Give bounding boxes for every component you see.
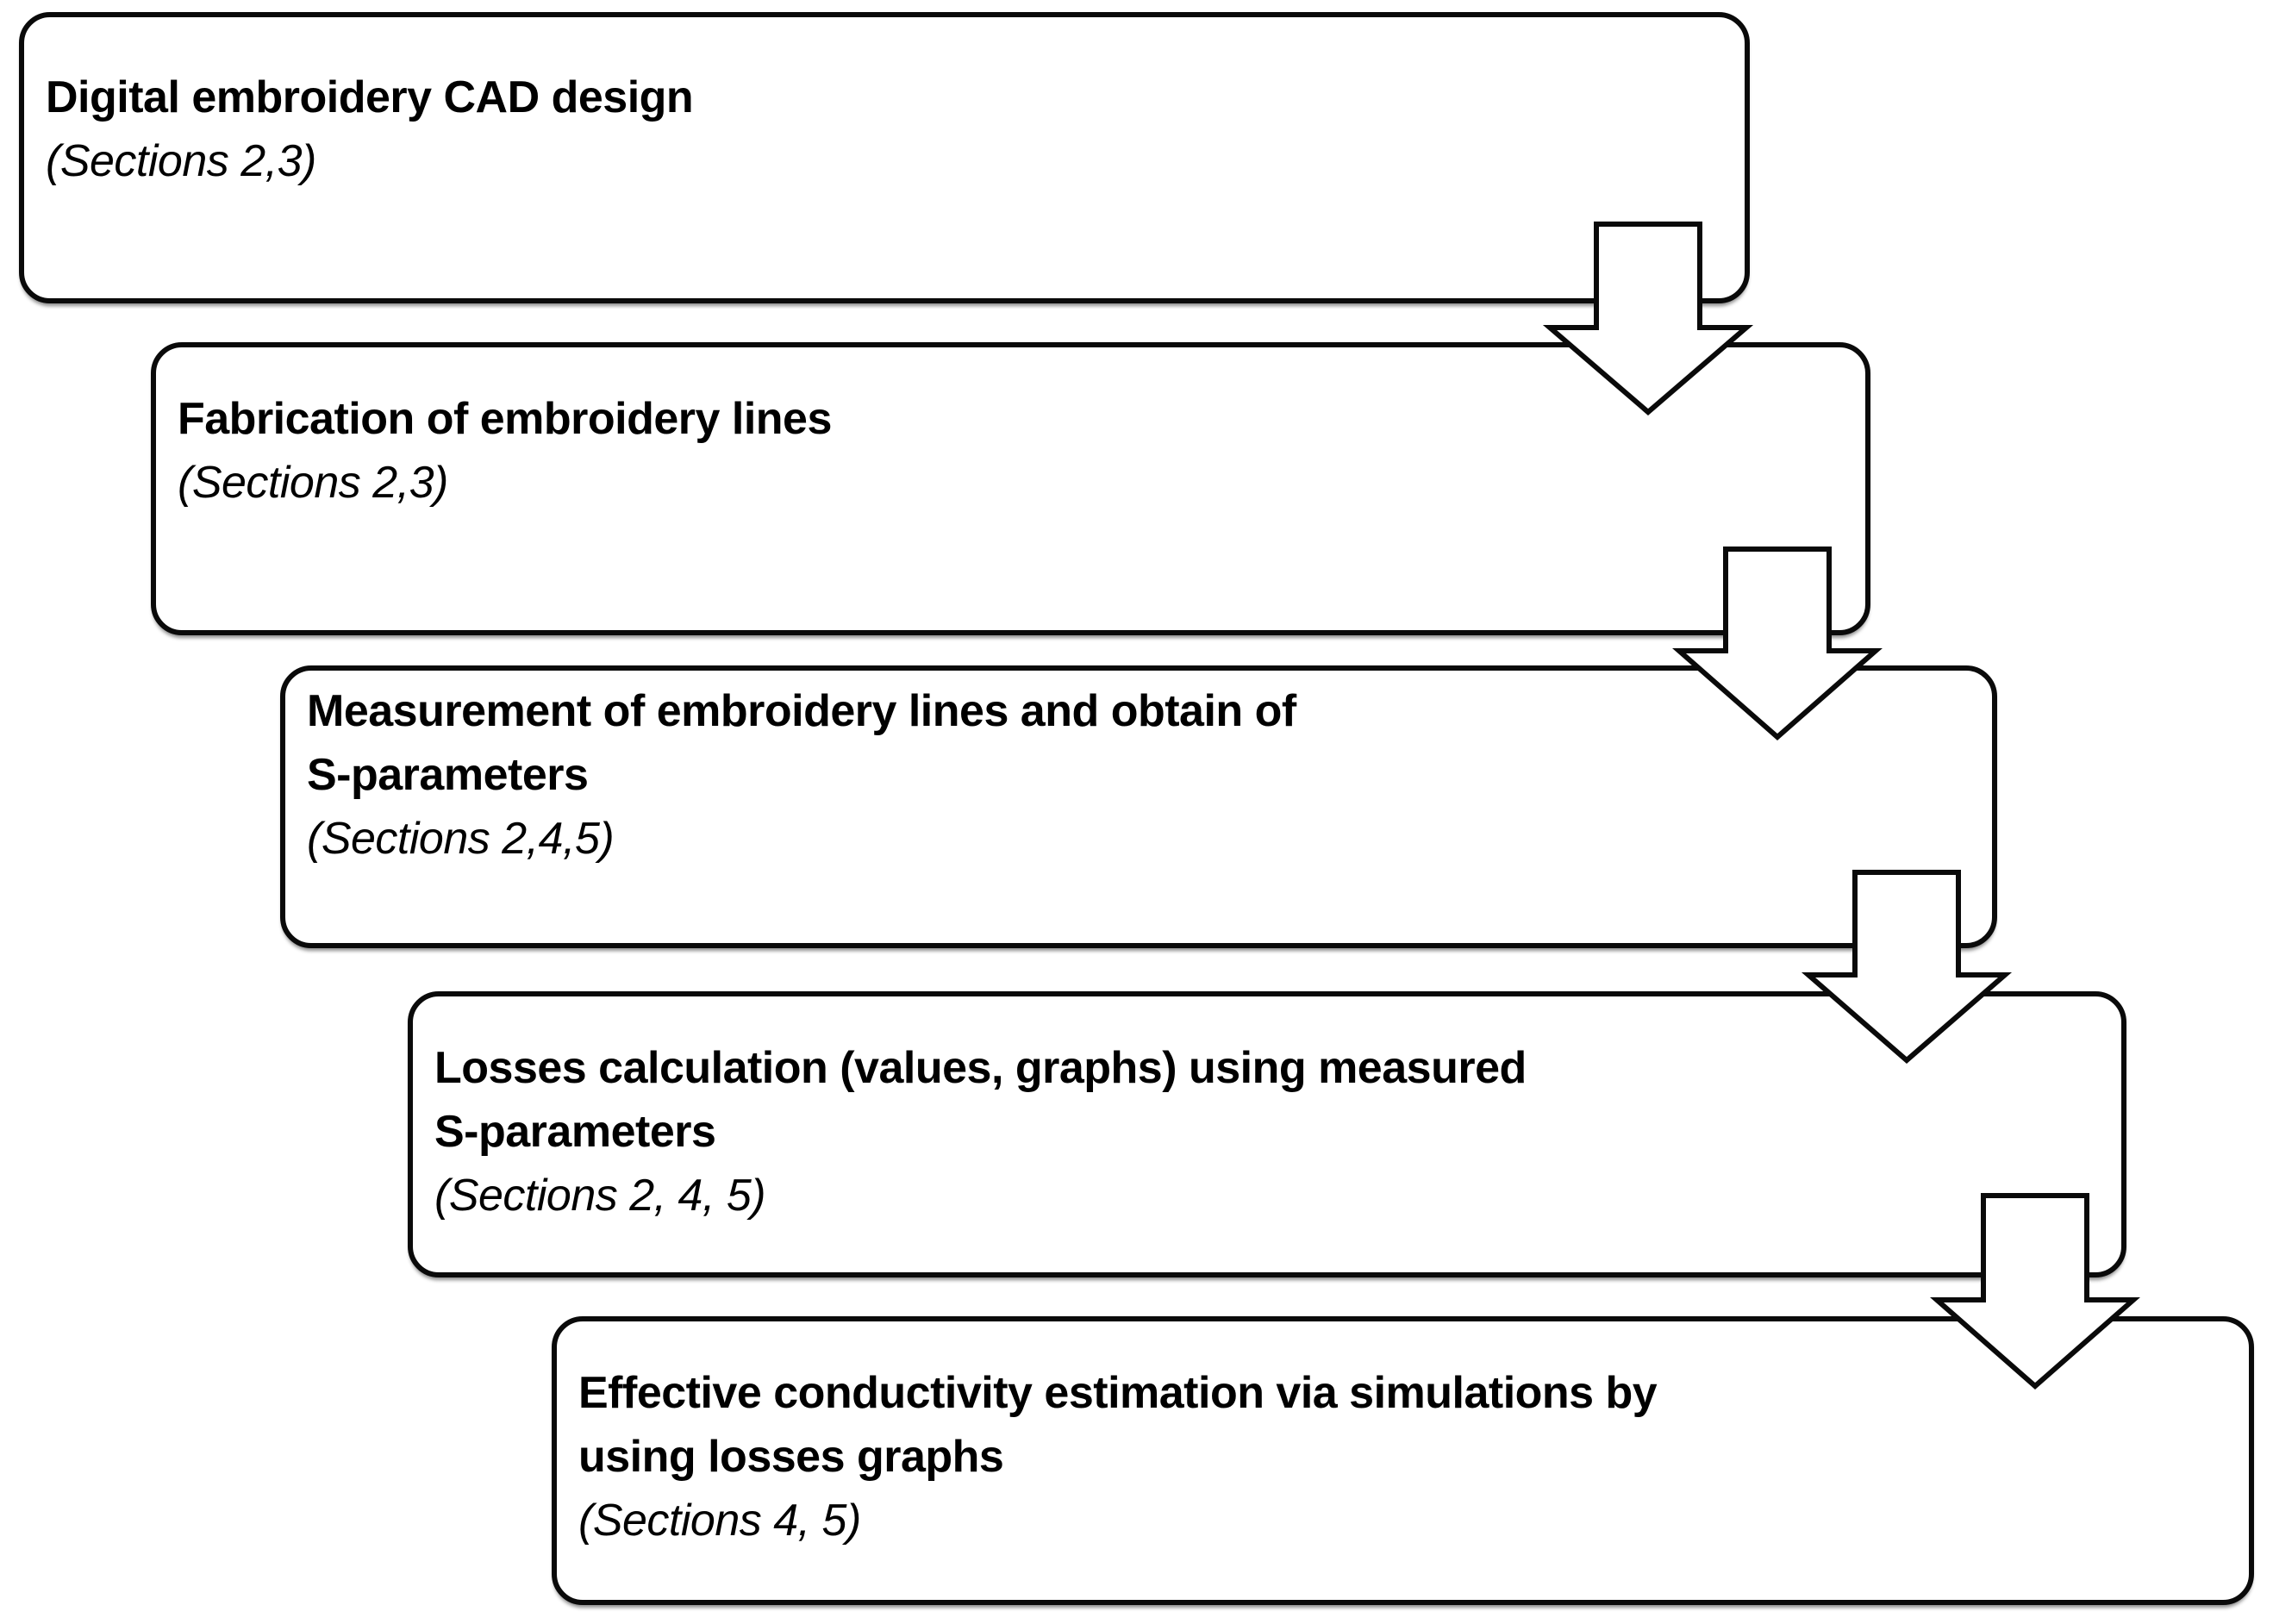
flow-step-5-sections: (Sections 4, 5) (578, 1496, 861, 1546)
flow-step-1: Digital embroidery CAD design (Sections … (19, 12, 1750, 303)
flow-step-1-sections: (Sections 2,3) (46, 136, 316, 186)
flow-step-3: Measurement of embroidery lines and obta… (280, 665, 1997, 948)
flow-step-2-sections: (Sections 2,3) (178, 458, 448, 508)
flow-step-2-title: Fabrication of embroidery lines (178, 394, 832, 444)
flow-step-3-sections: (Sections 2,4,5) (307, 814, 615, 864)
flow-step-1-title: Digital embroidery CAD design (46, 72, 694, 122)
flow-step-5: Effective conductivity estimation via si… (552, 1316, 2254, 1605)
flow-step-3-title: Measurement of embroidery lines and obta… (307, 686, 1296, 800)
flow-step-4-sections: (Sections 2, 4, 5) (434, 1171, 766, 1221)
flow-step-2: Fabrication of embroidery lines (Section… (151, 342, 1870, 635)
flow-step-5-title: Effective conductivity estimation via si… (578, 1368, 1658, 1482)
flow-step-4: Losses calculation (values, graphs) usin… (408, 991, 2126, 1277)
flow-step-4-title: Losses calculation (values, graphs) usin… (434, 1043, 1527, 1157)
